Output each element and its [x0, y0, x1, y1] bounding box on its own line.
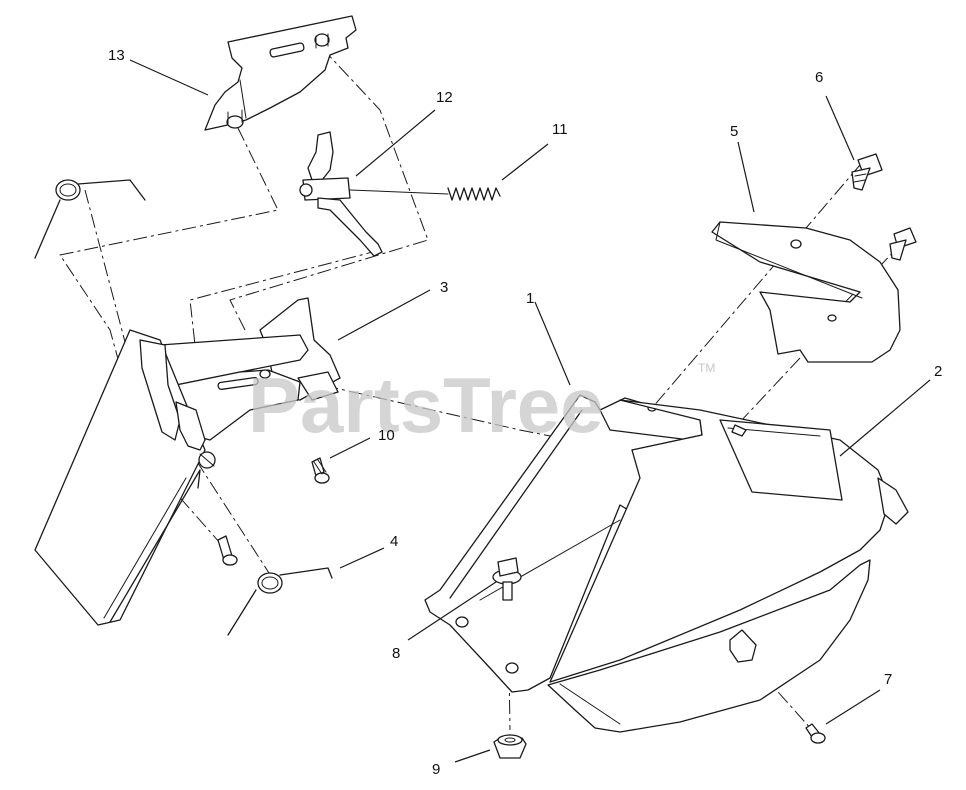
bolt-flap-lower	[217, 535, 238, 566]
part-4-torsion-spring-lower	[227, 567, 333, 636]
torsion-spring-upper	[34, 179, 146, 259]
part-12-bent-rod	[299, 131, 383, 257]
chute-flap-panel	[34, 329, 216, 626]
part-10-bolt	[311, 457, 330, 484]
callout-12[interactable]: 12	[436, 89, 453, 106]
watermark-trademark: TM	[698, 361, 715, 375]
leader-lines	[129, 59, 931, 763]
part-3-chute-bracket	[159, 297, 341, 441]
part-9-nut	[493, 734, 527, 759]
part-8-flange-bolt	[492, 557, 522, 601]
callout-2[interactable]: 2	[934, 363, 942, 380]
callout-4[interactable]: 4	[390, 533, 398, 550]
callout-5[interactable]: 5	[730, 123, 738, 140]
part-7-screw	[729, 629, 826, 744]
watermark-text: PartsTree	[248, 361, 604, 449]
callout-8[interactable]: 8	[392, 645, 400, 662]
callout-9[interactable]: 9	[432, 761, 440, 778]
callout-3[interactable]: 3	[440, 279, 448, 296]
part-11-spring	[349, 187, 501, 201]
callout-labels: 13 12 11 6 5 3 1 2 10 4 8 7 9	[108, 47, 942, 778]
callout-7[interactable]: 7	[884, 671, 892, 688]
callout-6[interactable]: 6	[815, 69, 823, 86]
lower-deflector	[547, 559, 871, 733]
callout-11[interactable]: 11	[552, 121, 568, 138]
callout-1[interactable]: 1	[526, 290, 534, 307]
part-6-bolts	[851, 153, 917, 261]
part-5-deflector-bracket	[711, 221, 901, 363]
callout-13[interactable]: 13	[108, 47, 125, 64]
part-13-bracket-plate	[204, 15, 357, 131]
part-2-chute-body	[549, 399, 909, 683]
watermark: PartsTree TM	[248, 361, 715, 449]
callout-10[interactable]: 10	[378, 427, 395, 444]
